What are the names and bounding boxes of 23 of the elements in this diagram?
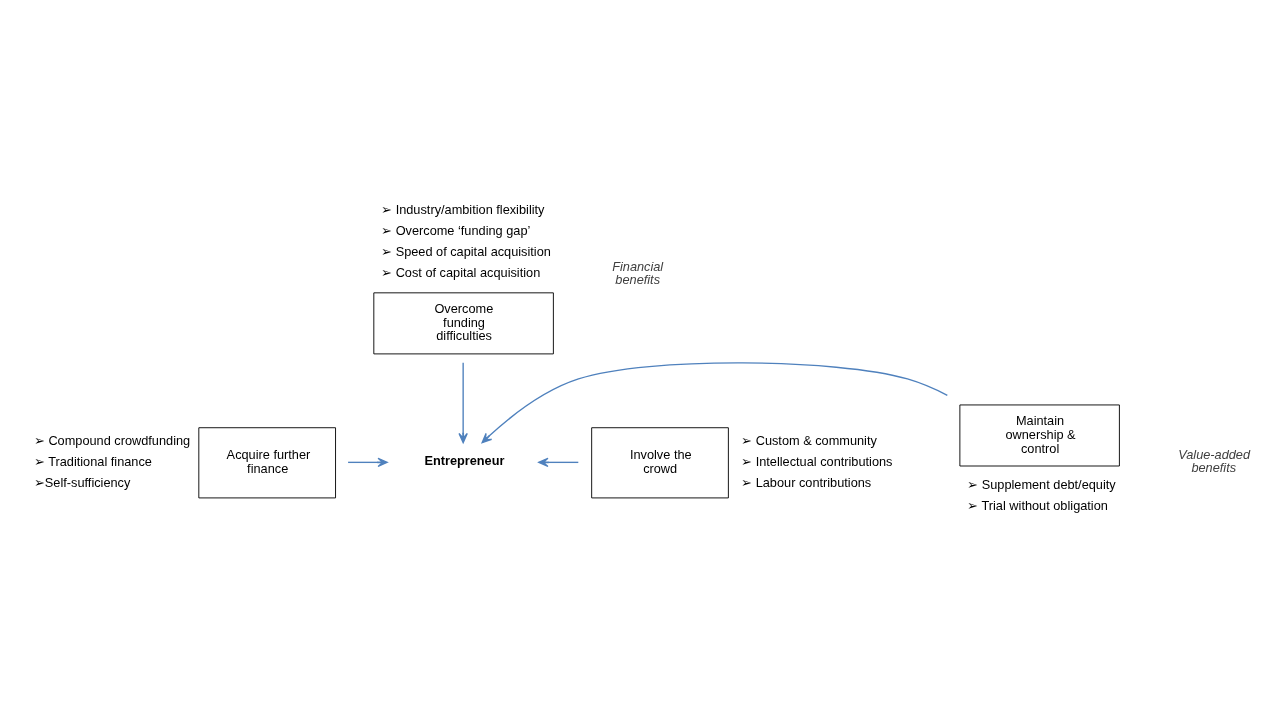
node-label: ➢ Compound crowdfunding (33, 432, 191, 448)
node-label: ➢ Traditional finance (33, 453, 152, 469)
node-label: ➢ Supplement debt/equity (967, 476, 1116, 492)
arrow (458, 361, 468, 443)
node-label: ➢ Overcome ‘funding gap’ (381, 222, 531, 238)
node-label: ➢ Industry/ambition flexibility (381, 201, 545, 217)
node-label: ➢ Intellectual contributions (741, 453, 893, 469)
node-label: ➢ Speed of capital acquisition (381, 243, 551, 259)
node-label: ➢ Trial without obligation (967, 497, 1108, 513)
node-label: ➢Self-sufficiency (33, 474, 131, 490)
arrow (538, 457, 579, 467)
node-label: ➢ Cost of capital acquisition (381, 264, 541, 280)
arrow (347, 457, 388, 467)
node-label: ➢ Custom & community (741, 432, 877, 448)
node-text: Entrepreneur (424, 452, 505, 468)
node-box: Overcome funding difficulties (373, 291, 554, 354)
node-box: Maintain ownership & control (959, 404, 1120, 466)
label: Financial benefits (612, 258, 664, 287)
node-box: Involve the crowd (591, 426, 729, 498)
label: Value-added benefits (1178, 446, 1251, 475)
node-label: ➢ Labour contributions (741, 474, 872, 490)
arrow (481, 361, 948, 443)
node-box: Acquire further finance (198, 426, 336, 498)
